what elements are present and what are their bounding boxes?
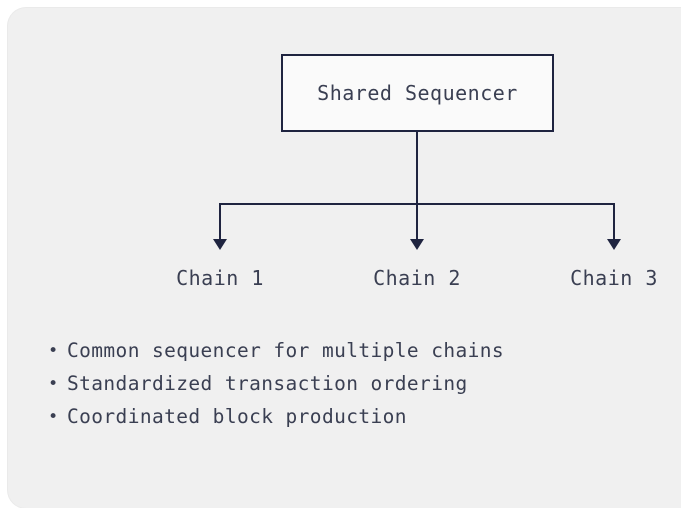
down-triangle-icon-chain-2 (410, 239, 424, 250)
feature-bullet-list: • Common sequencer for multiple chains •… (48, 336, 668, 435)
bullet-marker-icon: • (48, 407, 59, 427)
list-item: • Common sequencer for multiple chains (48, 336, 668, 369)
bullet-marker-icon: • (48, 374, 59, 394)
connector-trunk-line (416, 132, 418, 205)
chain-node-label-3: Chain 3 (570, 266, 658, 290)
diagram-card: Shared Sequencer Chain 1 Chain 2 Chain 3… (8, 8, 681, 508)
shared-sequencer-node: Shared Sequencer (281, 54, 554, 132)
shared-sequencer-diagram: Shared Sequencer Chain 1 Chain 2 Chain 3 (8, 8, 681, 318)
list-item-label: Coordinated block production (67, 405, 407, 428)
list-item-label: Common sequencer for multiple chains (67, 339, 505, 362)
connector-drop-line-chain-2 (416, 203, 418, 239)
connector-drop-line-chain-3 (613, 203, 615, 239)
bullet-marker-icon: • (48, 341, 59, 361)
list-item: • Coordinated block production (48, 402, 668, 435)
chain-node-label-2: Chain 2 (373, 266, 461, 290)
connector-drop-line-chain-1 (219, 203, 221, 239)
down-triangle-icon-chain-3 (607, 239, 621, 250)
down-triangle-icon-chain-1 (213, 239, 227, 250)
list-item-label: Standardized transaction ordering (67, 372, 468, 395)
chain-node-label-1: Chain 1 (176, 266, 264, 290)
shared-sequencer-node-label: Shared Sequencer (317, 81, 518, 105)
list-item: • Standardized transaction ordering (48, 369, 668, 402)
